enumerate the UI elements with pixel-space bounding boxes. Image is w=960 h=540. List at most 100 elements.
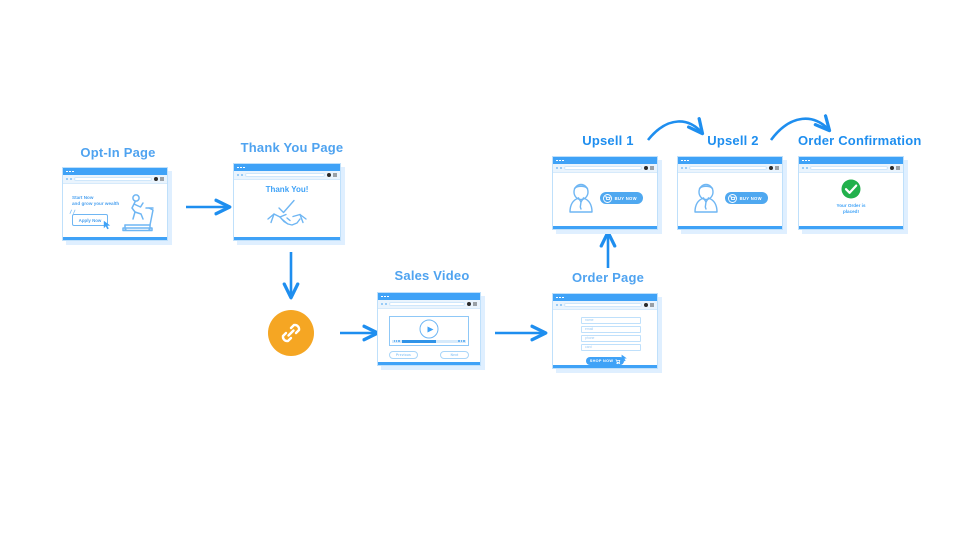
window-dot-icon (66, 170, 68, 173)
address-bar[interactable] (389, 302, 465, 306)
progress-dots-left (393, 340, 400, 342)
node-optin-page[interactable]: Opt-In Page Start Now (62, 145, 174, 245)
optin-headline-line1: Start Now (72, 195, 94, 200)
upsell-1-buy-now-button[interactable]: BUY NOW (600, 192, 643, 204)
forward-arrow-icon[interactable] (560, 304, 562, 306)
back-arrow-icon[interactable] (556, 167, 558, 169)
video-player[interactable] (389, 316, 469, 346)
upsell-2-title: Upsell 2 (707, 133, 759, 148)
progress-fill (402, 339, 437, 343)
window-toolbar (378, 300, 480, 309)
forward-arrow-icon[interactable] (385, 303, 387, 305)
window-dot-icon (681, 159, 683, 162)
address-bar[interactable] (689, 166, 767, 170)
node-sales-video[interactable]: Sales Video (377, 268, 487, 370)
back-arrow-icon[interactable] (802, 167, 804, 169)
optin-page-title: Opt-In Page (80, 145, 156, 160)
window-dot-icon (384, 295, 386, 298)
window-dot-icon (240, 166, 242, 169)
forward-arrow-icon[interactable] (70, 178, 72, 180)
forward-arrow-icon[interactable] (560, 167, 562, 169)
menu-icon[interactable] (650, 166, 654, 170)
order-confirmation-title: Order Confirmation (798, 133, 922, 148)
back-arrow-icon[interactable] (381, 303, 383, 305)
upsell-2-buy-label: BUY NOW (739, 195, 762, 201)
handshake-check-icon (267, 199, 307, 226)
cart-icon (603, 193, 613, 203)
menu-icon[interactable] (473, 302, 477, 306)
play-button-icon[interactable] (419, 319, 439, 339)
node-upsell-1[interactable]: Upsell 1 (552, 133, 664, 234)
address-bar[interactable] (564, 166, 642, 170)
chain-link-icon (281, 323, 301, 343)
play-triangle (427, 326, 433, 333)
address-bar[interactable] (245, 173, 325, 177)
node-upsell-2[interactable]: Upsell 2 (677, 133, 789, 234)
window-toolbar (234, 171, 340, 180)
window-dot-icon (805, 159, 807, 162)
orderpage-browser-window: name email phone card SHOP NOW (552, 293, 662, 373)
window-dot-icon (562, 159, 564, 162)
window-titlebar (553, 157, 657, 164)
address-bar[interactable] (564, 303, 642, 307)
back-arrow-icon[interactable] (66, 178, 68, 180)
order-field-name[interactable]: name (581, 317, 641, 324)
optin-browser-window: Start Now and grow your wealth Apply Now (62, 167, 172, 245)
back-arrow-icon[interactable] (556, 304, 558, 306)
salesvideo-browser-window: Previous Next (377, 292, 485, 370)
node-thankyou-page[interactable]: Thank You Page Thank You! (233, 140, 351, 245)
address-bar[interactable] (810, 166, 888, 170)
progress-dots-right (458, 340, 465, 342)
window-dot-icon (562, 296, 564, 299)
window-titlebar (234, 164, 340, 171)
window-toolbar (678, 164, 782, 173)
video-next-button[interactable]: Next (440, 350, 469, 359)
forward-arrow-icon[interactable] (241, 174, 243, 176)
node-order-confirmation[interactable]: Order Confirmation (798, 133, 922, 234)
record-icon (154, 177, 158, 181)
order-field-phone[interactable]: phone (581, 334, 641, 342)
confirmation-message: Your Order is placed! (836, 203, 865, 215)
menu-icon[interactable] (160, 177, 164, 181)
node-order-page[interactable]: Order Page name (552, 270, 664, 373)
cart-icon (728, 193, 738, 203)
window-dot-icon (684, 159, 686, 162)
record-icon (644, 303, 648, 307)
window-dot-icon (559, 159, 561, 162)
menu-icon[interactable] (775, 166, 779, 170)
link-node[interactable] (268, 310, 314, 356)
window-dot-icon (243, 166, 245, 169)
thankyou-browser-window: Thank You! (233, 163, 345, 245)
menu-icon[interactable] (650, 303, 654, 307)
window-baseline (378, 362, 480, 365)
order-field-email[interactable]: email (581, 325, 641, 333)
forward-arrow-icon[interactable] (806, 167, 808, 169)
address-bar[interactable] (74, 177, 152, 181)
window-toolbar (553, 164, 657, 173)
treadmill-runner-icon (122, 194, 154, 232)
back-arrow-icon[interactable] (237, 174, 239, 176)
menu-icon[interactable] (896, 166, 900, 170)
window-toolbar (799, 164, 903, 173)
shop-now-button[interactable]: SHOP NOW (586, 357, 624, 365)
sales-video-title: Sales Video (394, 268, 470, 283)
video-previous-button[interactable]: Previous (389, 350, 418, 359)
record-icon (644, 166, 648, 170)
optin-headline: Start Now and grow your wealth (72, 195, 119, 207)
window-baseline (799, 226, 903, 229)
window-toolbar (553, 301, 657, 310)
confirmation-message-line1: Your Order is (836, 203, 866, 208)
menu-icon[interactable] (333, 173, 337, 177)
upsell-2-buy-now-button[interactable]: BUY NOW (725, 192, 768, 204)
cursor-icon (103, 220, 111, 230)
order-field-card[interactable]: card (581, 343, 641, 351)
order-form: name email phone card (581, 317, 641, 351)
window-baseline (553, 365, 657, 368)
window-dot-icon (69, 170, 71, 173)
back-arrow-icon[interactable] (681, 167, 683, 169)
salesman-avatar-icon (694, 183, 718, 213)
optin-apply-now-button[interactable]: Apply Now (72, 214, 108, 226)
window-dot-icon (72, 170, 74, 173)
video-progress-bar[interactable] (392, 339, 466, 343)
forward-arrow-icon[interactable] (685, 167, 687, 169)
